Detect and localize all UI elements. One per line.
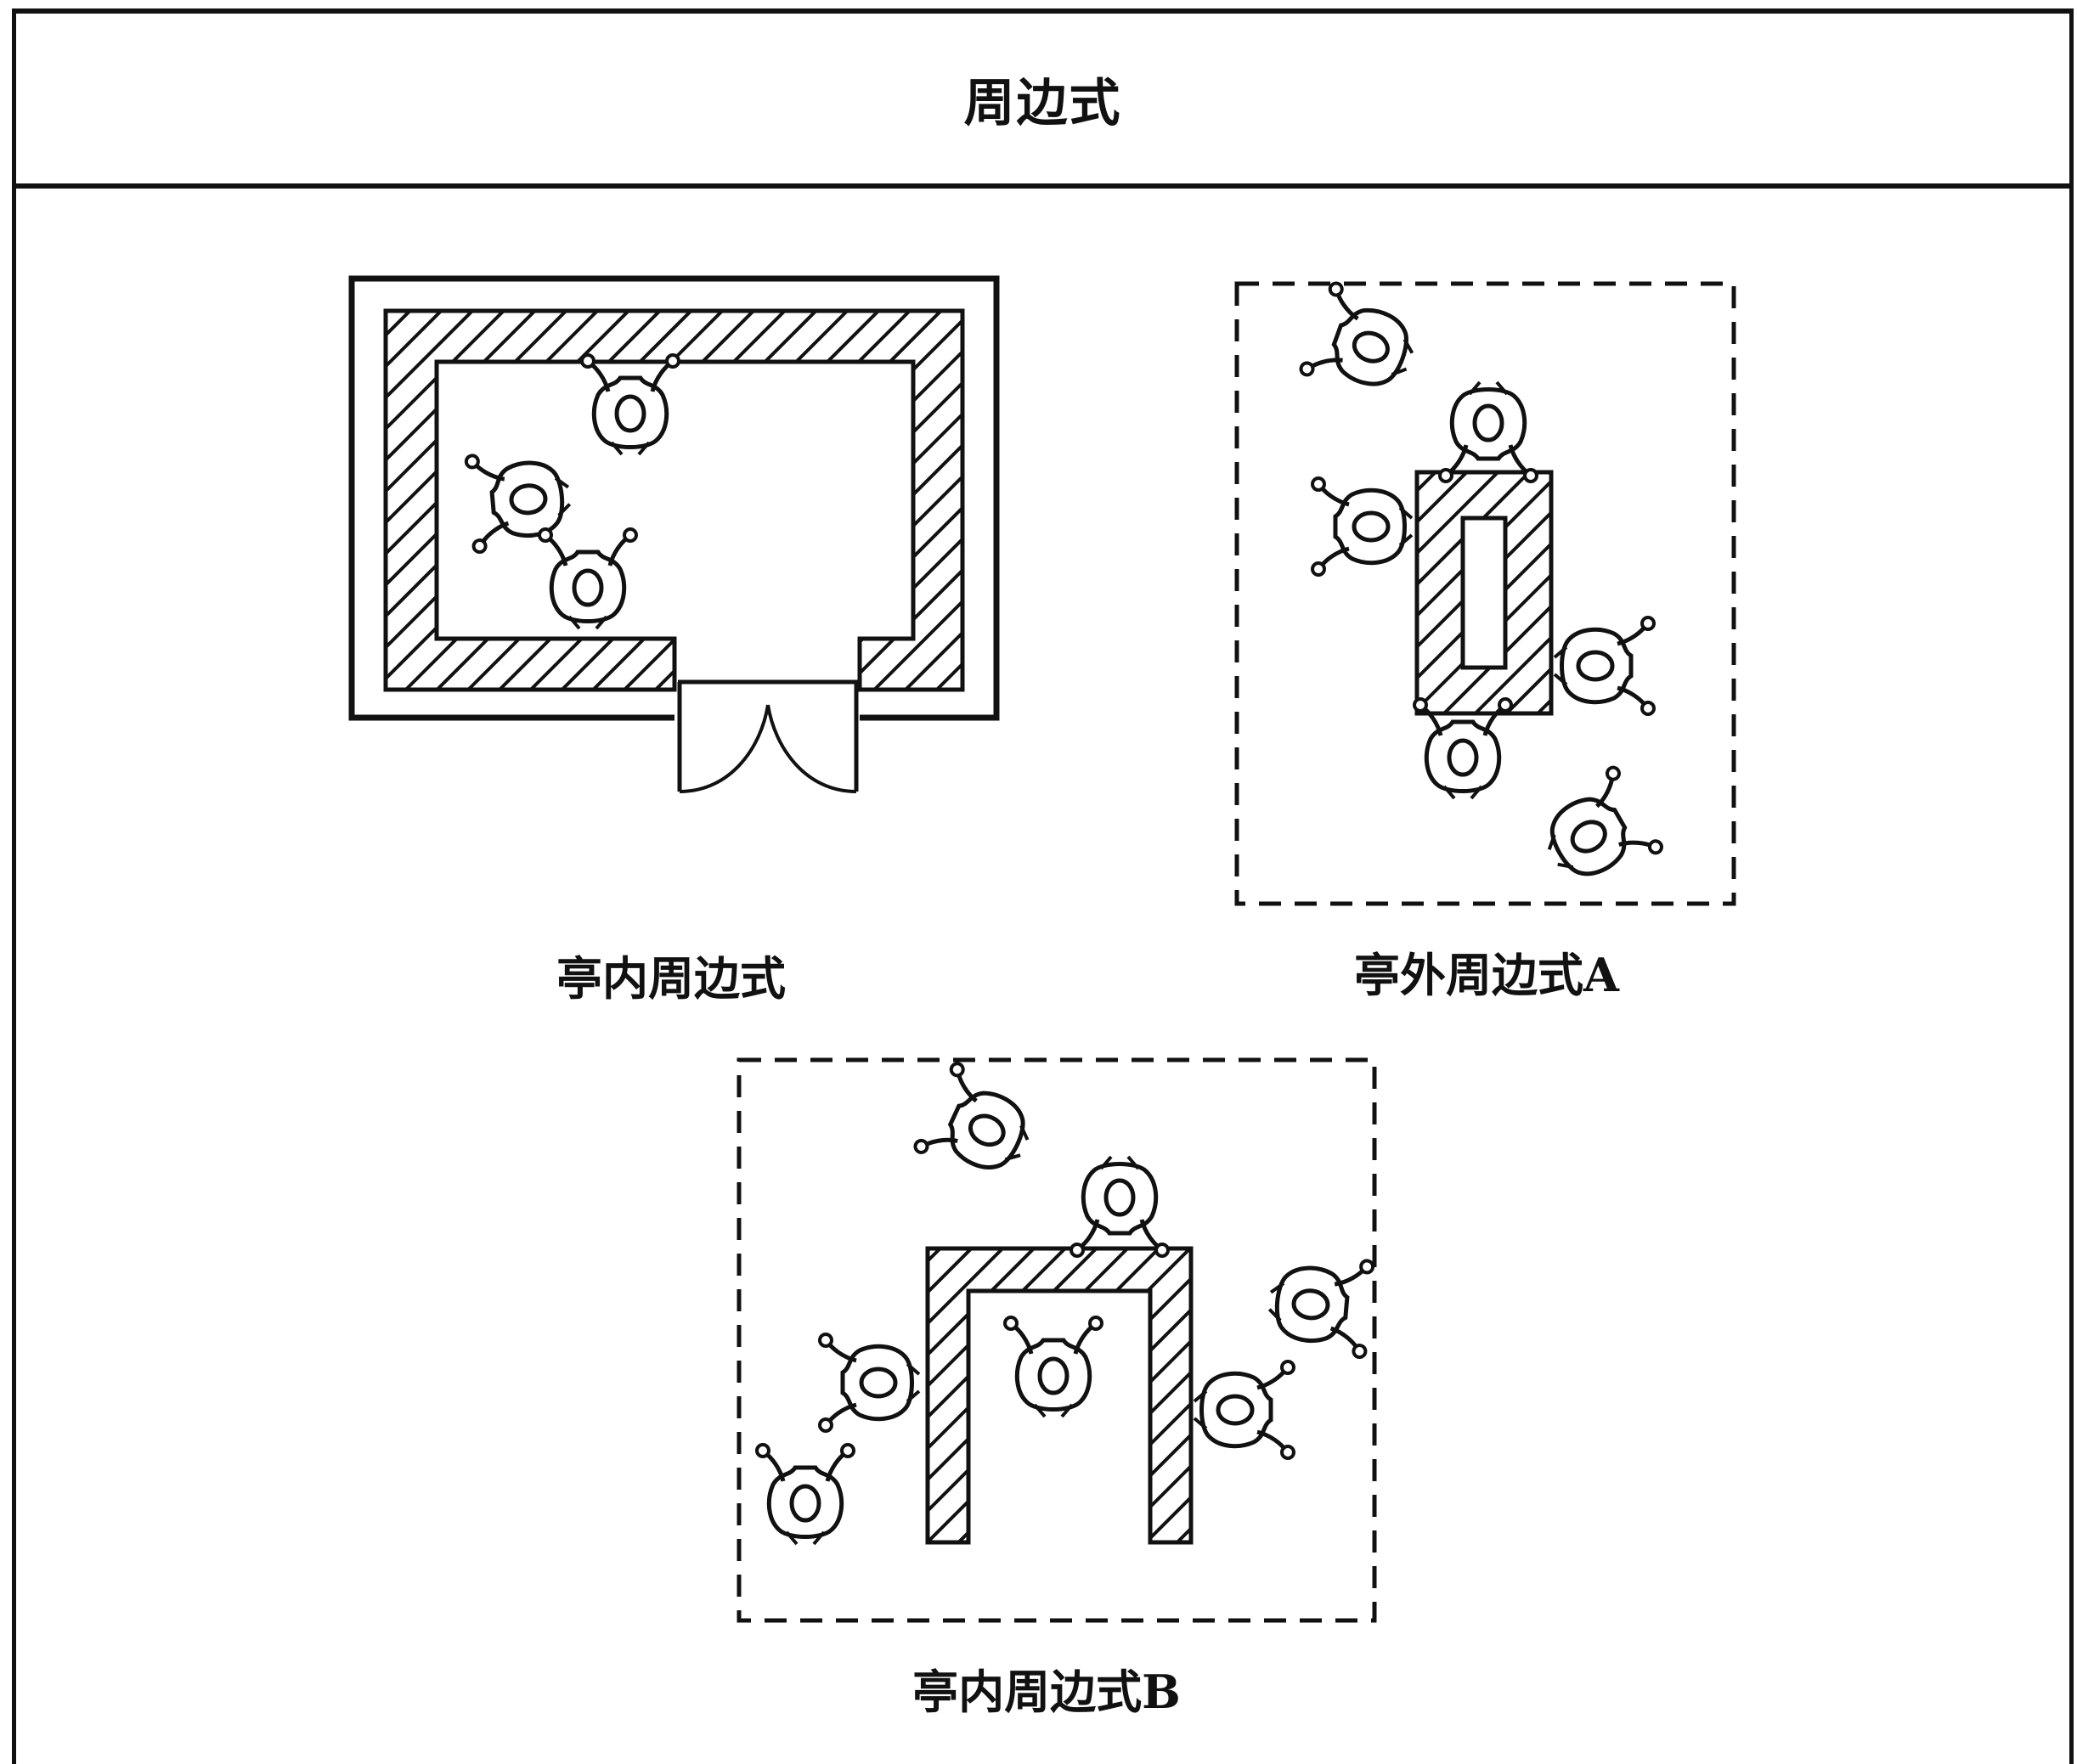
page-title: 周边式 bbox=[963, 73, 1122, 133]
person-icon bbox=[1312, 478, 1412, 575]
boundary-dashed bbox=[1234, 281, 1736, 906]
panel-inside-kiosk-b bbox=[737, 1057, 1377, 1623]
person-icon bbox=[913, 1062, 1044, 1192]
boundary-dashed bbox=[737, 1057, 1377, 1623]
person-icon bbox=[820, 1334, 919, 1431]
panel-inside-kiosk bbox=[348, 275, 1000, 793]
title-row: 周边式 bbox=[16, 14, 2069, 189]
counter-hatched bbox=[383, 308, 965, 692]
counter-hatched bbox=[925, 1246, 1194, 1545]
panel-outside-kiosk-a bbox=[1234, 281, 1736, 906]
caption-inside-kiosk-b: 亭内周边式B bbox=[912, 1665, 1181, 1719]
caption-outside-kiosk-a: 亭外周边式A bbox=[1354, 948, 1619, 1002]
person-icon bbox=[1300, 282, 1426, 407]
person-icon bbox=[1529, 765, 1663, 899]
person-icon bbox=[1071, 1157, 1168, 1256]
person-icon bbox=[539, 529, 636, 628]
person-icon bbox=[1440, 382, 1537, 482]
person-icon bbox=[466, 448, 573, 553]
person-icon bbox=[1005, 1317, 1102, 1417]
caption-inside-kiosk: 亭内周边式 bbox=[556, 951, 786, 1006]
person-icon bbox=[1555, 617, 1654, 714]
person-icon bbox=[1194, 1361, 1294, 1458]
person-icon bbox=[757, 1445, 854, 1544]
counter-hatched bbox=[1414, 470, 1554, 716]
diagram-frame: 周边式 bbox=[12, 8, 2074, 1764]
double-door bbox=[677, 679, 859, 793]
person-icon bbox=[1266, 1253, 1373, 1358]
person-icon bbox=[582, 355, 679, 454]
